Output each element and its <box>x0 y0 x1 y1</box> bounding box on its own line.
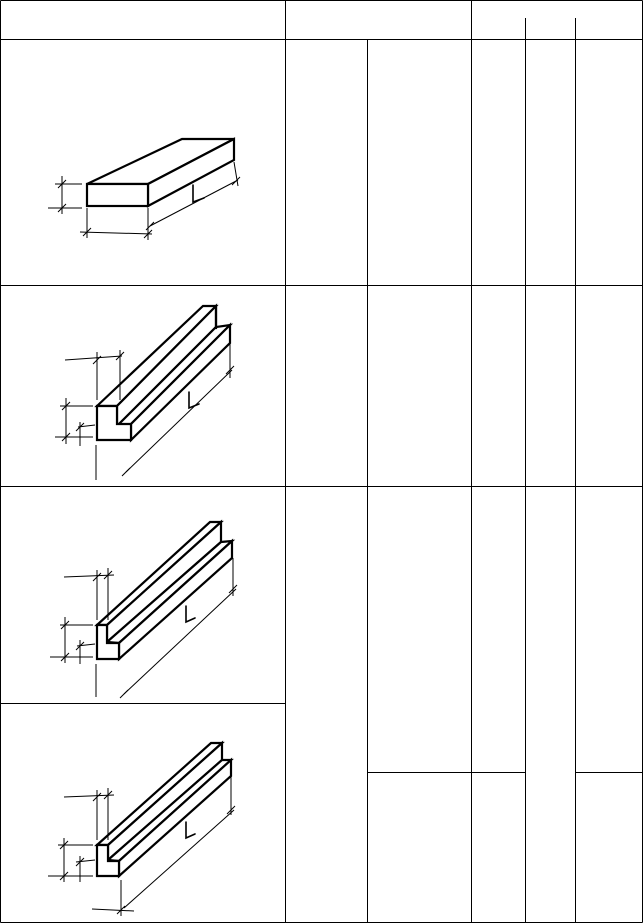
length-label-L <box>192 184 205 204</box>
rectangular-beam-drawing <box>48 137 241 240</box>
l-profile-beam-drawing <box>55 303 235 480</box>
l-profile-beam-drawing <box>50 519 238 699</box>
length-label-L <box>185 605 196 624</box>
length-label-L <box>185 821 196 840</box>
length-label-L <box>188 391 200 410</box>
l-profile-beam-drawing <box>48 740 236 916</box>
